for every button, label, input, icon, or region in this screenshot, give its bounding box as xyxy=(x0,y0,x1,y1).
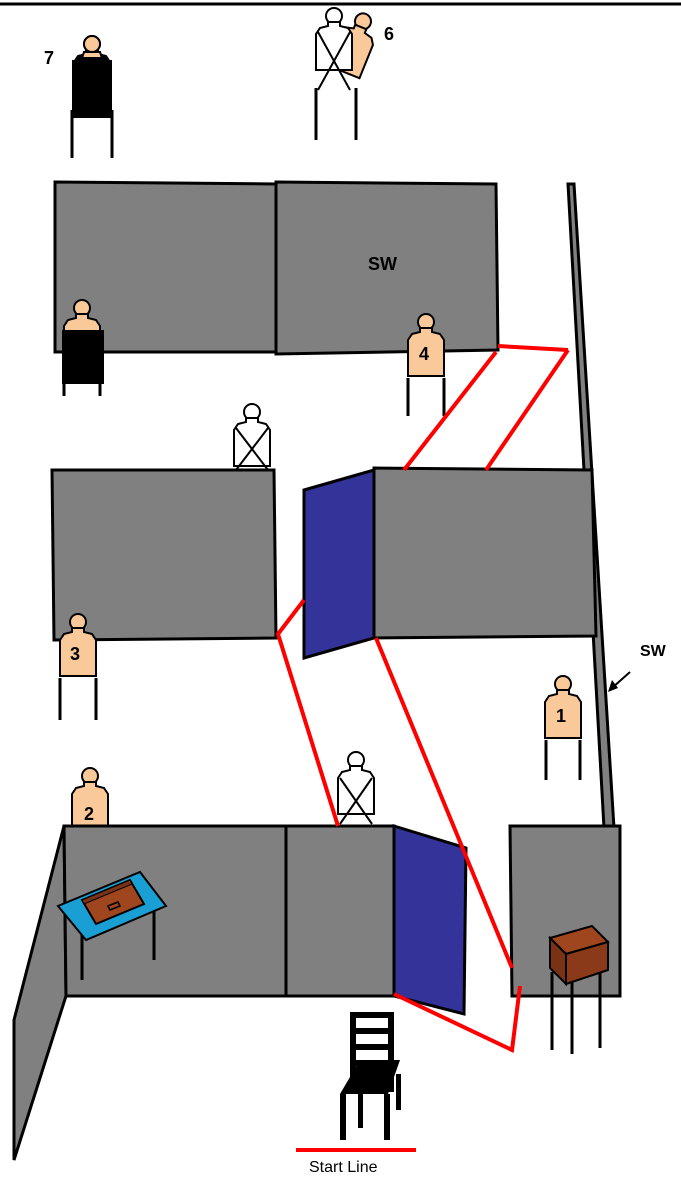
target-4 xyxy=(406,313,446,416)
target-1-label: 1 xyxy=(556,706,566,726)
sw-label-right: SW xyxy=(640,643,667,660)
wall-lower-left-angled xyxy=(12,825,68,1161)
target-7-label: 7 xyxy=(44,48,54,68)
door-middle xyxy=(302,468,376,660)
wall-upper xyxy=(53,180,500,356)
target-4-label: 4 xyxy=(419,344,429,364)
target-black-left xyxy=(62,299,104,396)
target-6 xyxy=(314,6,384,140)
wall-middle-left xyxy=(50,468,278,642)
wall-lower-middle xyxy=(284,824,396,998)
fault-line-path xyxy=(275,344,570,1053)
target-2-label: 2 xyxy=(84,804,94,824)
briefcase-icon xyxy=(80,878,146,926)
no-shoot-lower xyxy=(337,751,375,825)
door-lower xyxy=(392,823,468,1016)
target-3 xyxy=(58,613,98,720)
target-3-label: 3 xyxy=(70,644,80,664)
table-brown xyxy=(548,924,610,1054)
target-1 xyxy=(544,675,582,780)
wall-middle-right xyxy=(372,466,598,640)
start-line-label: Start Line xyxy=(309,1159,378,1176)
target-6-label: 6 xyxy=(384,24,394,44)
no-shoot-middle xyxy=(233,403,271,471)
sw-label-top: SW xyxy=(368,254,397,274)
target-7 xyxy=(70,35,114,158)
arrow-icon xyxy=(608,671,631,692)
chair-icon xyxy=(340,1012,401,1140)
